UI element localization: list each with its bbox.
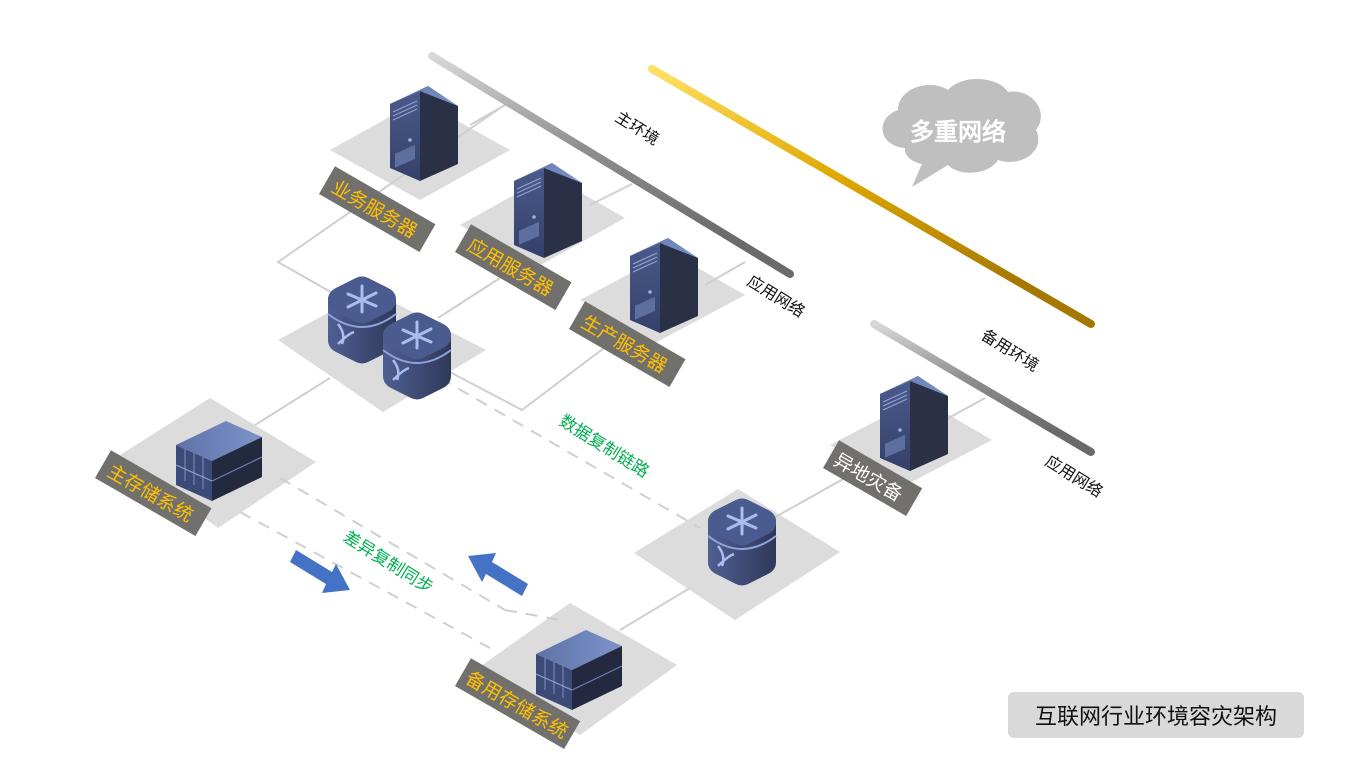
wires — [254, 104, 986, 631]
remote-dr-server-icon — [879, 375, 949, 472]
link-data-replication-line — [439, 377, 701, 529]
cloud-label: 多重网络 — [910, 118, 1006, 146]
app-server-icon — [513, 162, 583, 259]
data-replication-label: 数据复制链路 — [555, 411, 652, 482]
main-app-net-label: 应用网络 — [744, 271, 808, 321]
wire-app-to-bus — [589, 183, 633, 206]
wire-business-to-bus — [469, 104, 506, 126]
backup-app-net-label: 应用网络 — [1042, 451, 1106, 501]
sync-arrows — [290, 550, 528, 596]
diagram-title: 互联网行业环境容灾架构 — [1008, 692, 1304, 738]
prod-server-icon — [629, 237, 699, 334]
diff-sync-label: 差异复制同步 — [339, 527, 436, 598]
link-diff-sync-upper-end — [504, 609, 561, 621]
link-diff-sync-upper — [279, 477, 506, 611]
wire-app-to-switch — [437, 277, 501, 319]
link-diff-sync-lower — [239, 511, 491, 649]
remote-switch-icon — [706, 497, 778, 587]
wire-prod-to-bus — [704, 261, 746, 286]
arrow-left-up-icon — [468, 553, 528, 596]
main-env-label: 主环境 — [612, 107, 663, 149]
main-env-bus — [428, 52, 794, 278]
business-server-icon — [389, 85, 459, 182]
multi-network-bus — [648, 65, 1095, 328]
backup-env-bus — [870, 320, 1095, 456]
multi-network-cloud: 多重网络 — [882, 78, 1041, 187]
arrow-right-down-icon — [290, 550, 350, 593]
dashed-links — [239, 377, 701, 649]
core-switch-2-icon — [381, 311, 453, 401]
wire-prod-to-switch — [445, 341, 613, 412]
wire-remote-switch-to-dr — [769, 477, 846, 521]
cloud-shape — [882, 78, 1041, 187]
backup-env-label: 备用环境 — [978, 325, 1042, 375]
wire-switch-to-primary-storage — [254, 377, 331, 426]
network-buses — [428, 52, 1095, 456]
wire-dr-to-bus — [944, 397, 986, 421]
wire-remote-switch-to-backup-storage — [619, 587, 691, 631]
